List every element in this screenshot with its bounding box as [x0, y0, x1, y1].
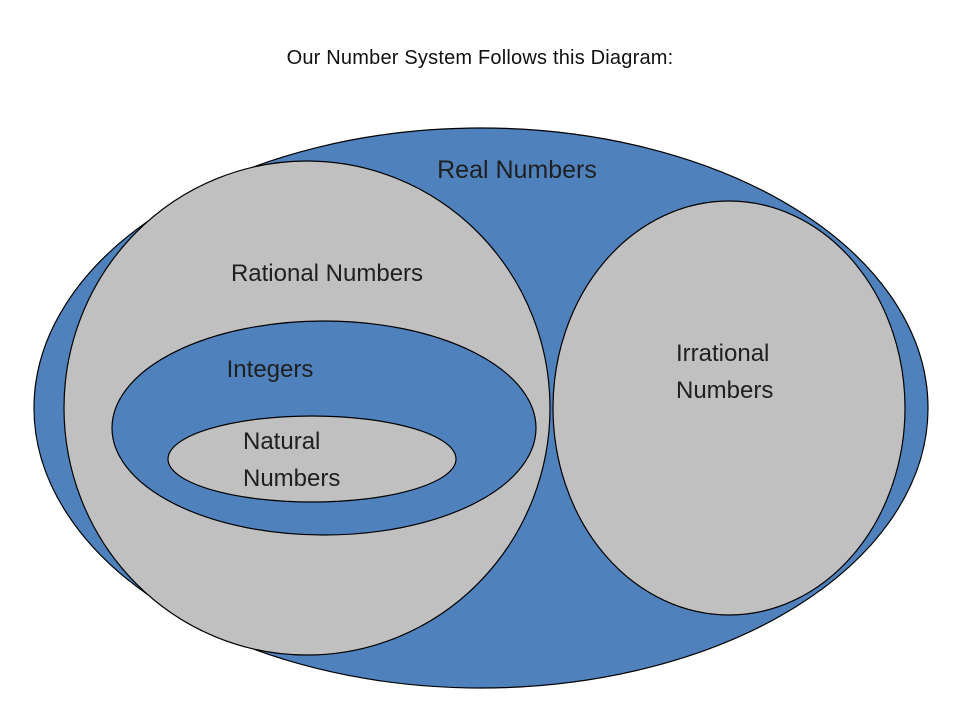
natural-numbers-label-line1: Natural — [243, 428, 320, 455]
natural-numbers-region — [167, 415, 457, 503]
irrational-numbers-label-line2: Numbers — [676, 377, 773, 404]
irrational-numbers-region — [552, 200, 906, 616]
natural-numbers-label-line2: Numbers — [243, 465, 340, 492]
integers-label: Integers — [227, 356, 314, 383]
rational-numbers-label: Rational Numbers — [231, 260, 423, 287]
diagram-title: Our Number System Follows this Diagram: — [286, 47, 674, 69]
real-numbers-label: Real Numbers — [437, 156, 597, 184]
irrational-numbers-label-line1: Irrational — [676, 340, 769, 367]
